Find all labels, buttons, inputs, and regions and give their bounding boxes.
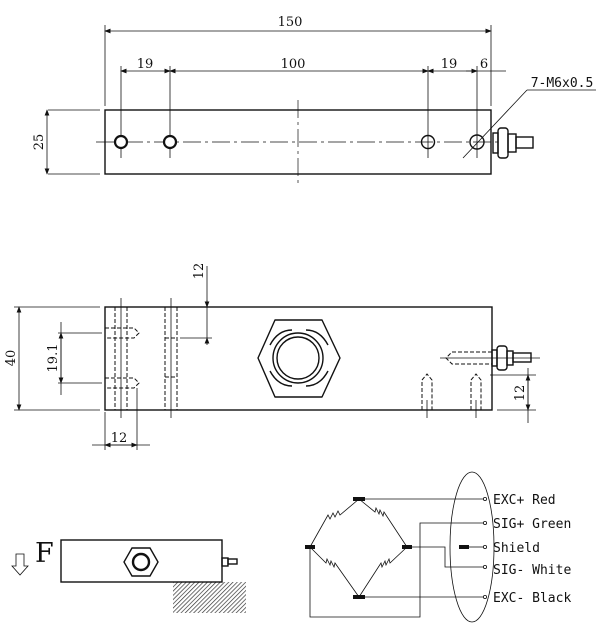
dim-25: 25: [32, 134, 47, 151]
thread-note: 7-M6x0.5: [531, 76, 594, 91]
wiring-diagram: EXC+ Red SIG+ Green Shield SIG- White EX…: [305, 471, 571, 623]
terminal-sig-plus: SIG+ Green: [493, 517, 571, 532]
dim-12-left: 12: [111, 431, 128, 446]
dim-40: 40: [4, 350, 19, 367]
dim-100: 100: [281, 57, 306, 72]
dim-150: 150: [278, 15, 303, 30]
cable-bundle: [449, 471, 495, 623]
hole: [420, 134, 436, 150]
dim-12-top: 12: [192, 263, 207, 280]
hole: [113, 134, 129, 150]
terminal-exc-plus: EXC+ Red: [493, 493, 556, 508]
dim-12-bottom: 12: [513, 385, 528, 402]
force-label: F: [35, 538, 54, 569]
side-view-body: [104, 306, 493, 411]
force-arrow-icon: [11, 553, 29, 576]
load-point-hex: [257, 319, 341, 398]
terminal-exc-minus: EXC- Black: [493, 591, 571, 606]
dim-19-1: 19.1: [46, 344, 61, 373]
terminal-shield: Shield: [493, 541, 540, 556]
cable-connector: [492, 127, 534, 159]
mounting-diagram: F: [11, 538, 246, 613]
dim-6: 6: [480, 57, 488, 72]
cable-connector: [491, 345, 532, 371]
hole: [469, 134, 485, 150]
side-view: 40 19.1 12 12 12: [4, 263, 540, 450]
top-view: 150 19 100 19 6 25 7-M6x0.5: [32, 15, 596, 184]
terminal-sig-minus: SIG- White: [493, 563, 571, 578]
dim-19-right: 19: [441, 57, 458, 72]
dim-19-left: 19: [137, 57, 154, 72]
support-block: [173, 582, 246, 613]
hole: [162, 134, 178, 150]
